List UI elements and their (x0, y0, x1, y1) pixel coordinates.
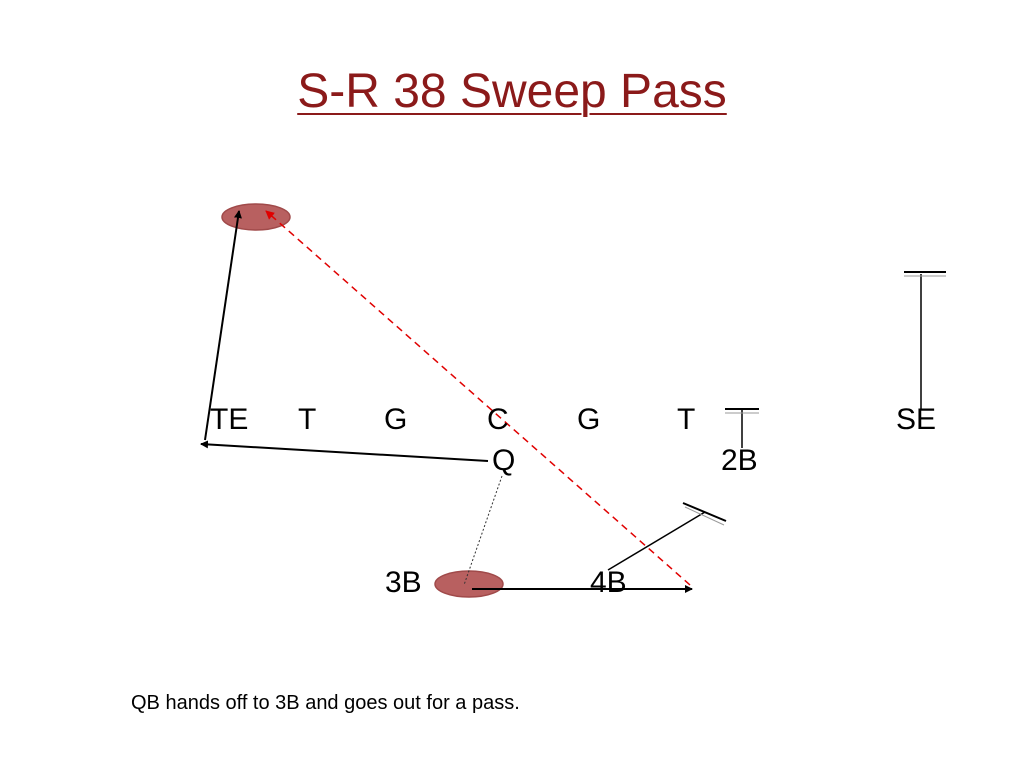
catch-zone (221, 203, 291, 231)
4b-block-bar-shadow (684, 506, 725, 526)
position-left-tackle: T (298, 403, 317, 436)
4b-block-bar (682, 502, 727, 522)
position-2b: 2B (721, 444, 758, 477)
position-center: C (487, 403, 509, 436)
qb-route-upfield (204, 210, 242, 441)
play-caption: QB hands off to 3B and goes out for a pa… (131, 692, 520, 714)
qb-route-flat (200, 440, 489, 462)
position-te: TE (210, 403, 249, 436)
pass-trajectory (265, 210, 691, 586)
position-3b: 3B (385, 566, 422, 599)
position-4b: 4B (590, 566, 627, 599)
position-se: SE (896, 403, 937, 436)
handoff-zone (434, 570, 504, 598)
play-title: S-R 38 Sweep Pass (297, 65, 727, 118)
position-right-guard: G (577, 403, 601, 436)
4b-block-path (607, 511, 706, 571)
handoff-path (463, 475, 503, 586)
position-left-guard: G (384, 403, 408, 436)
position-right-tackle: T (677, 403, 696, 436)
position-qb: Q (492, 444, 516, 477)
